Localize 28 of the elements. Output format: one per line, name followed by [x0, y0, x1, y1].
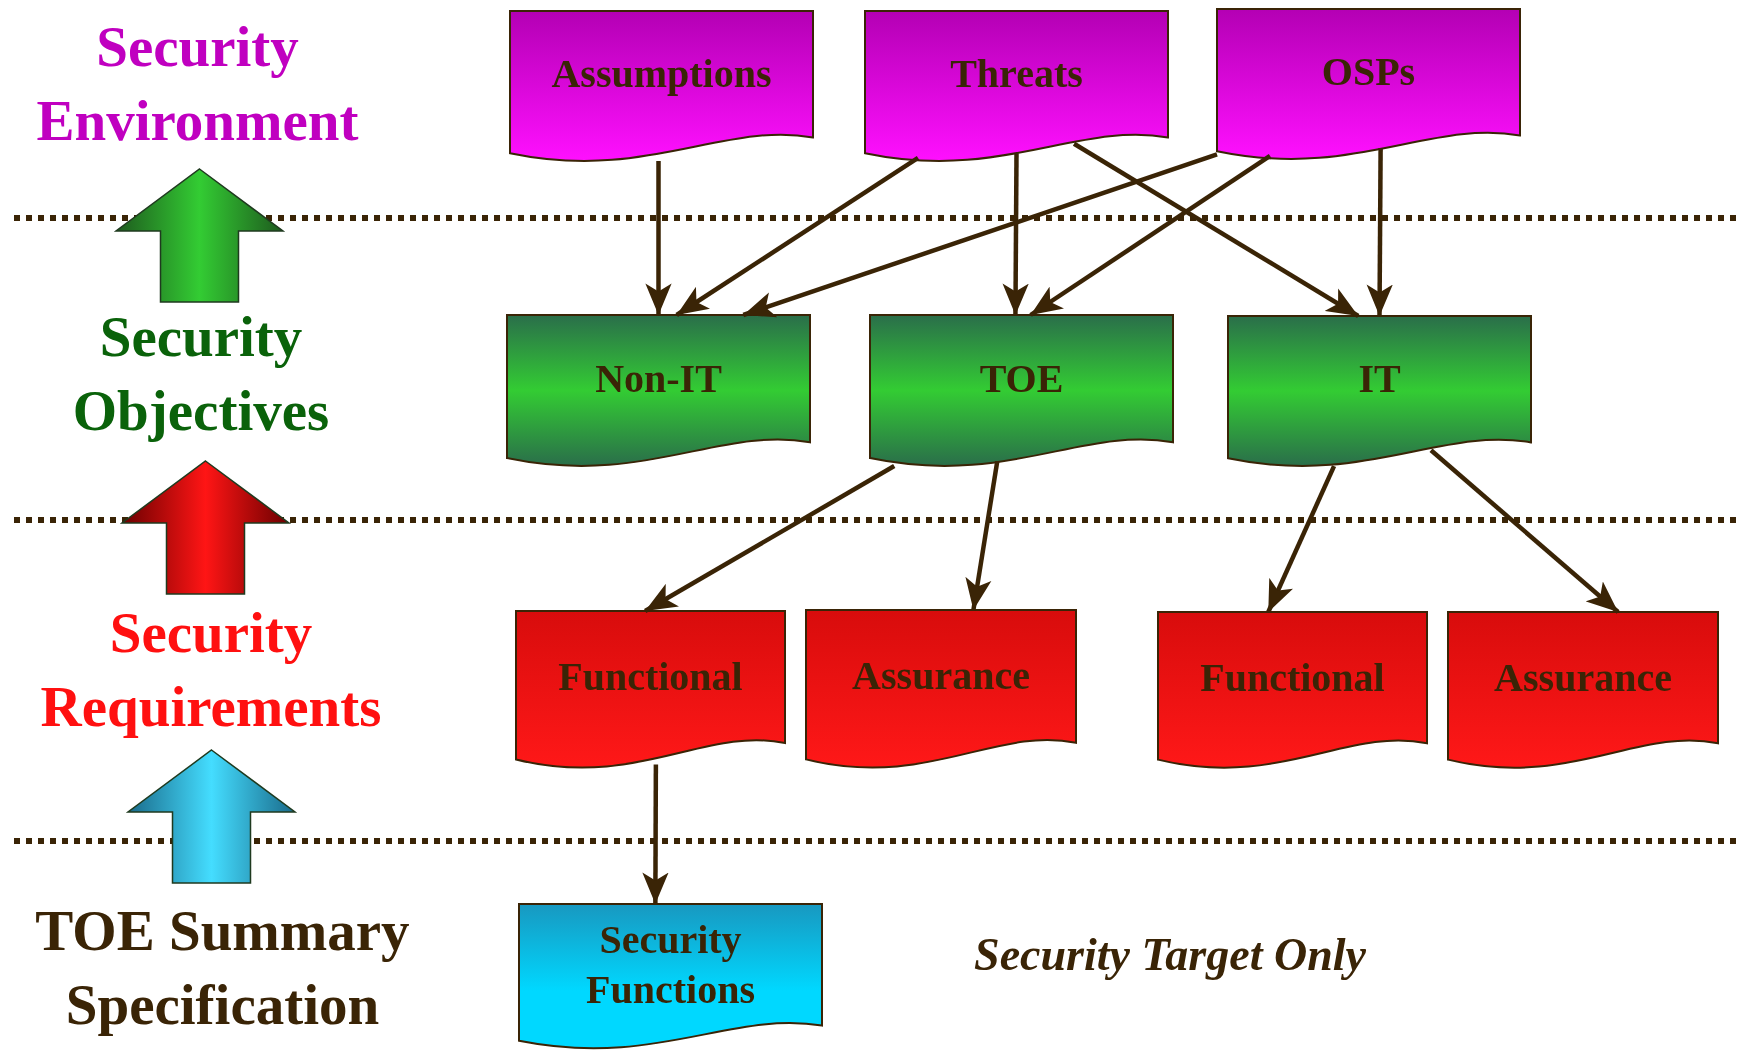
arrow	[675, 156, 920, 317]
arrow	[742, 152, 1218, 318]
node-label: Non-IT	[595, 354, 722, 403]
node-label: IT	[1358, 355, 1401, 404]
tier-heading: Security Requirements	[39, 600, 383, 741]
node-label: Assumptions	[551, 50, 772, 99]
node-label: Threats	[950, 50, 1083, 99]
node-label: Functional	[1200, 653, 1385, 702]
node-label: OSPs	[1321, 48, 1416, 97]
arrow	[645, 161, 672, 315]
arrow	[1266, 465, 1337, 613]
arrow	[1429, 448, 1620, 614]
node-label: TOE	[979, 354, 1064, 403]
node-label: Assurance	[852, 652, 1030, 701]
node-label: Functional	[558, 653, 743, 701]
arrow	[1029, 154, 1272, 317]
arrow	[1366, 148, 1393, 316]
arrow	[642, 764, 669, 904]
node-label: Security Functions	[585, 915, 756, 1014]
arrow	[965, 460, 1000, 611]
note-text: Security Target Only	[973, 928, 1367, 982]
tier-heading: Security Environment	[35, 14, 360, 155]
arrow	[1072, 141, 1360, 318]
tier-heading: TOE Summary Specification	[34, 898, 411, 1039]
node-label: Assurance	[1494, 653, 1672, 702]
tier-heading: Security Objectives	[71, 304, 331, 445]
arrow	[644, 464, 896, 613]
arrow	[1002, 153, 1029, 315]
